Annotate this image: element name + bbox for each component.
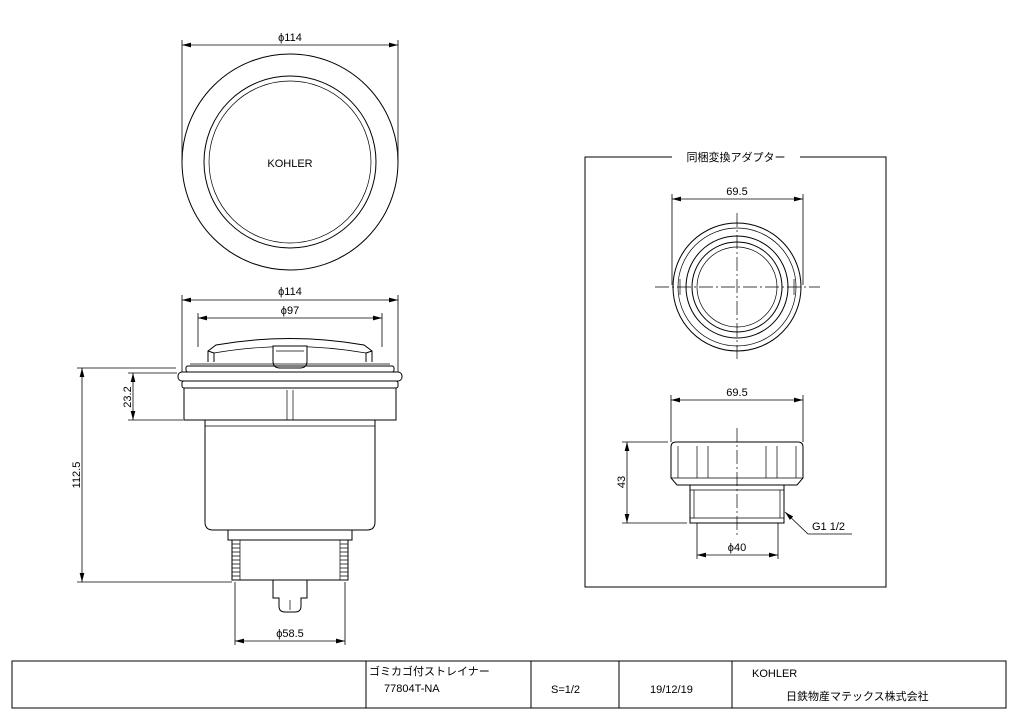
cap-knob xyxy=(272,345,308,369)
title-block: ゴミカゴ付ストレイナー 77804T-NA S=1/2 19/12/19 KOH… xyxy=(11,660,1007,709)
product-name: ゴミカゴ付ストレイナー xyxy=(369,664,490,678)
cap-tab-left xyxy=(207,350,215,362)
thread-spec-label: G1 1/2 xyxy=(812,521,845,533)
cap-outer-circle xyxy=(203,75,377,249)
strainer-top-view: ϕ114 KOHLER xyxy=(181,32,399,271)
adapter-nut-body xyxy=(670,441,804,486)
basket-body xyxy=(204,420,376,531)
cap-inner-circle xyxy=(208,80,372,244)
total-height-label: 112.5 xyxy=(71,462,83,489)
title-block-frame xyxy=(11,660,1007,709)
top-diameter-label: ϕ114 xyxy=(278,32,302,44)
adapter-top-view: 69.5 xyxy=(655,186,820,362)
cap-outline xyxy=(207,338,373,362)
nut-grip-ribs xyxy=(677,446,797,478)
flange-diameter-label: ϕ114 xyxy=(278,286,302,298)
adapter-side-width-label: 69.5 xyxy=(726,387,747,399)
basket-neck xyxy=(227,530,353,541)
drawing-date: 19/12/19 xyxy=(650,684,693,696)
adapter-panel-title: 同梱変換アダプター xyxy=(687,150,786,164)
scale-label: S=1/2 xyxy=(551,684,580,696)
adapter-side-view: 69.5 43 ϕ40 G1 1/2 xyxy=(616,387,852,559)
model-number: 77804T-NA xyxy=(384,683,440,695)
adapter-height-label: 43 xyxy=(616,476,628,488)
flange-rim xyxy=(177,371,403,382)
flange-band xyxy=(181,380,399,389)
title-block-brand: KOHLER xyxy=(752,668,797,680)
cap-diameter-label: ϕ97 xyxy=(281,305,299,317)
strainer-side-view: ϕ114 ϕ97 2 xyxy=(71,286,403,645)
adapter-panel: 同梱変換アダプター 69.5 69.5 xyxy=(584,150,887,588)
thread-leader-line xyxy=(784,511,852,535)
cap-tab-right xyxy=(365,350,373,362)
brand-label: KOHLER xyxy=(267,158,312,170)
adapter-panel-frame xyxy=(584,156,887,588)
body-ring xyxy=(183,387,397,421)
drain-stem xyxy=(272,580,308,613)
adapter-top-width-label: 69.5 xyxy=(726,186,747,198)
flange-outer-circle xyxy=(181,53,399,271)
outlet-thread xyxy=(231,539,349,581)
outlet-diameter-label: ϕ58.5 xyxy=(276,628,304,640)
flange-height-label: 23.2 xyxy=(122,386,134,407)
company-name: 日鉄物産マテックス株式会社 xyxy=(786,689,929,703)
adapter-outlet-diameter-label: ϕ40 xyxy=(728,542,746,554)
thread-lines xyxy=(232,543,348,577)
